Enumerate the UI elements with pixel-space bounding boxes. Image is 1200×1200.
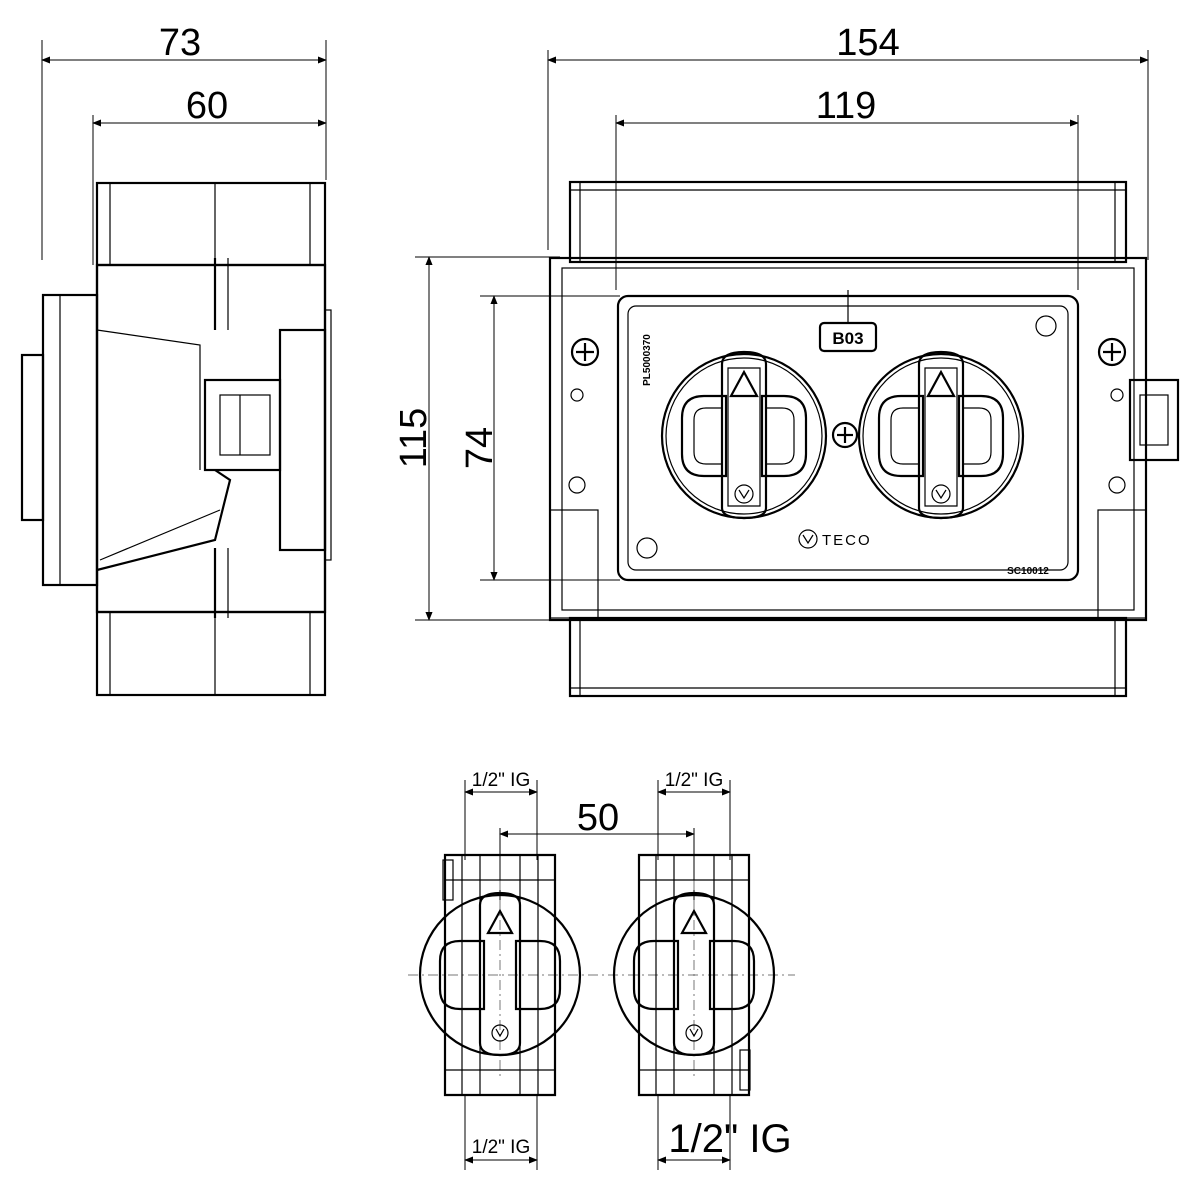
center-screw-icon (831, 421, 859, 449)
side-view: 73 60 (20, 22, 332, 697)
dim-front-total: 154 (836, 22, 899, 64)
front-view: 154 119 115 74 (393, 22, 1180, 698)
dim-front-height-inner: 74 (459, 427, 501, 469)
dim-side-total: 73 (159, 22, 201, 64)
thread-label-top-left: 1/2" IG (472, 770, 531, 791)
thread-label-bottom-left: 1/2" IG (472, 1137, 531, 1158)
thread-label-top-right: 1/2" IG (665, 770, 724, 791)
screw-icon (1097, 337, 1127, 367)
serial-vertical-label: PL5000370 (642, 334, 653, 386)
dim-front-height-total: 115 (393, 408, 435, 469)
dim-side-inner: 60 (186, 85, 228, 127)
valve-detail-view: 1/2" IG 1/2" IG 50 1/2" IG 1/2" IG (408, 770, 795, 1170)
valve-left (660, 350, 828, 520)
screw-icon (570, 337, 600, 367)
thread-label-bottom-right: 1/2" IG (668, 1117, 791, 1161)
dim-valve-spacing: 50 (577, 797, 619, 839)
serial-corner-label: SC10012 (1007, 566, 1049, 577)
brand-logo-icon (798, 529, 818, 549)
dim-front-inner: 119 (816, 85, 877, 127)
plate-code-label: B03 (832, 329, 863, 348)
valve-right (857, 350, 1025, 520)
brand-label: TECO (822, 532, 872, 549)
